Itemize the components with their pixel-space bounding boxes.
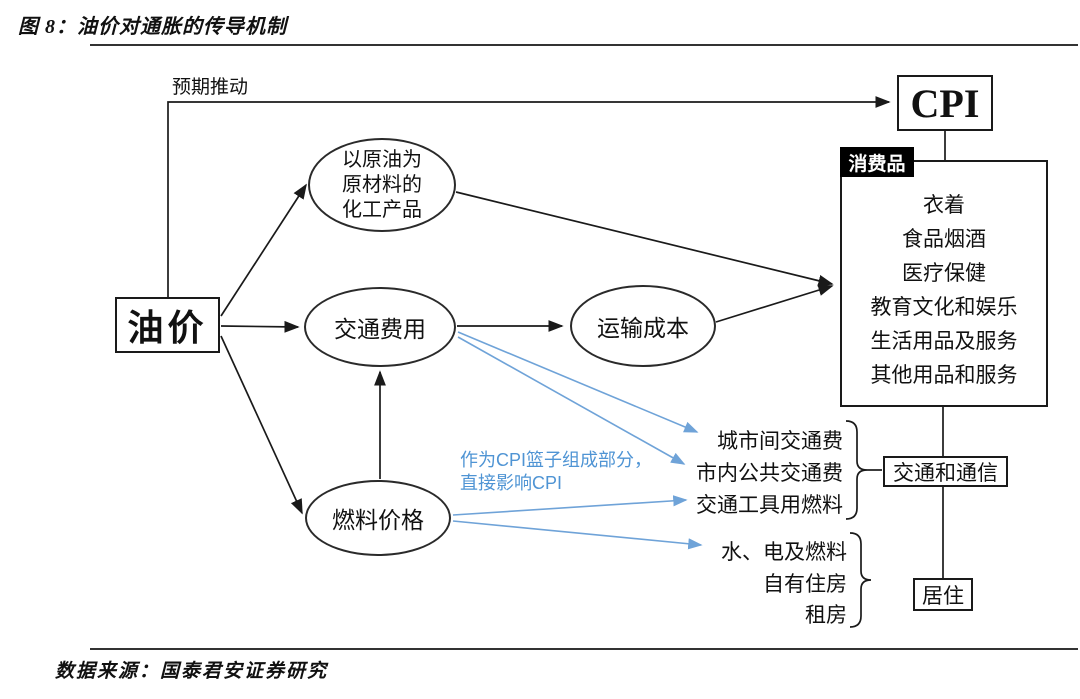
node-oil-price: 油价 <box>115 297 220 353</box>
arrow-oil-to-transport-fee <box>220 320 300 333</box>
shipping-cost-label: 运输成本 <box>597 315 689 341</box>
consumer-item-clothing: 衣着 <box>923 193 965 217</box>
oil-price-label: 油价 <box>127 307 208 348</box>
node-chem-products: 以原油为 原材料的 化工产品 <box>308 138 456 232</box>
expectation-label: 预期推动 <box>172 77 249 98</box>
node-residence: 居住 <box>913 578 973 611</box>
transport-item-public-transit: 市内公共交通费 <box>696 462 843 485</box>
footer-divider <box>90 648 1078 650</box>
consumer-item-healthcare: 医疗保健 <box>902 261 986 285</box>
cpi-label: CPI <box>910 80 980 126</box>
chem-products-line3: 化工产品 <box>342 198 422 221</box>
brace-transport-items <box>845 420 868 520</box>
arrow-chem-to-consumer-box <box>455 191 834 287</box>
figure-title: 图 8：油价对通胀的传导机制 <box>18 16 287 38</box>
chem-products-line1: 以原油为 <box>342 148 422 171</box>
arrow-oil-to-chem <box>220 183 307 317</box>
node-fuel-price: 燃料价格 <box>305 480 451 556</box>
cpi-basket-annotation-line1: 作为CPI篮子组成部分， <box>460 450 653 470</box>
consumer-item-food-tobacco: 食品烟酒 <box>902 227 986 251</box>
node-consumer-goods-box: 衣着 食品烟酒 医疗保健 教育文化和娱乐 生活用品及服务 其他用品和服务 <box>840 160 1048 407</box>
arrow-oil-to-fuel <box>220 335 303 515</box>
transport-item-intercity: 城市间交通费 <box>717 430 843 453</box>
arrow-fuel-to-utilities <box>452 520 703 550</box>
arrow-fuel-to-vehicle-fuel <box>452 495 688 516</box>
node-transport-fee: 交通费用 <box>304 287 456 367</box>
residence-item-owned-housing: 自有住房 <box>763 573 847 596</box>
brace-residence-items <box>849 532 872 628</box>
consumer-goods-tag-label: 消费品 <box>848 153 906 175</box>
cpi-basket-annotation: 作为CPI篮子组成部分， 直接影响CPI <box>460 449 652 495</box>
consumer-item-other-goods-services: 其他用品和服务 <box>870 363 1018 387</box>
arrow-expectation-to-cpi <box>167 96 891 297</box>
chem-products-line2: 原材料的 <box>342 173 422 196</box>
node-transport-comm: 交通和通信 <box>883 456 1008 487</box>
node-shipping-cost: 运输成本 <box>570 285 716 367</box>
cpi-basket-annotation-line2: 直接影响CPI <box>460 473 563 493</box>
residence-label: 居住 <box>922 584 964 608</box>
consumer-item-daily-goods-services: 生活用品及服务 <box>870 329 1018 353</box>
node-cpi: CPI <box>897 75 993 131</box>
consumer-goods-tag: 消费品 <box>840 147 914 177</box>
residence-item-utilities: 水、电及燃料 <box>721 541 847 564</box>
residence-item-rent: 租房 <box>805 604 847 627</box>
arrow-fee-to-intercity <box>457 331 699 433</box>
consumer-item-education-entertainment: 教育文化和娱乐 <box>870 295 1018 319</box>
arrow-fee-to-public-transit <box>457 336 686 465</box>
title-divider <box>90 44 1078 46</box>
transport-item-vehicle-fuel: 交通工具用燃料 <box>696 494 843 517</box>
transport-comm-label: 交通和通信 <box>893 461 998 485</box>
fuel-price-label: 燃料价格 <box>332 507 424 533</box>
arrow-shipping-to-consumer-box <box>715 284 834 323</box>
data-source: 数据来源：国泰君安证券研究 <box>55 661 329 682</box>
transport-fee-label: 交通费用 <box>334 316 426 342</box>
